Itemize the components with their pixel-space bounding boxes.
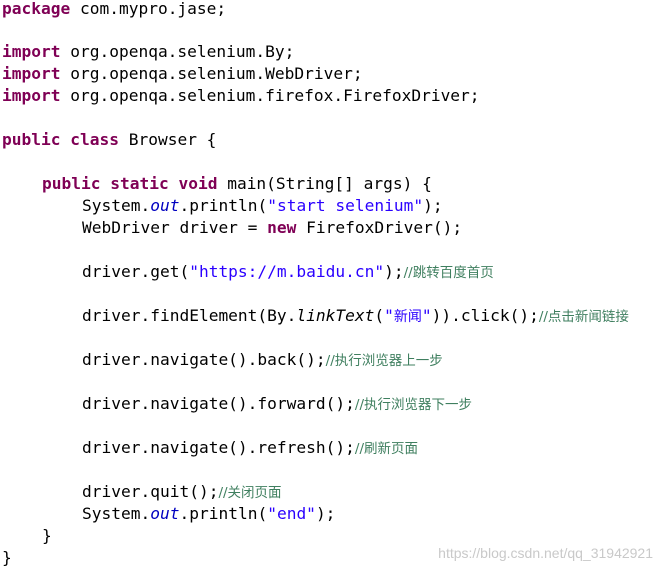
code-line-println-start: System.out.println("start selenium"); xyxy=(82,195,443,217)
find-element-call: driver.findElement(By. xyxy=(82,306,297,325)
url-string: "https://m.baidu.cn" xyxy=(189,262,385,281)
code-comment: //刷新页面 xyxy=(354,441,418,457)
statement-end: ); xyxy=(384,262,404,281)
code-line-import-by: import org.openqa.selenium.By; xyxy=(2,41,294,63)
paren-open: ( xyxy=(374,306,385,325)
keyword-void: void xyxy=(178,174,218,193)
code-line-println-end: System.out.println("end"); xyxy=(82,503,335,525)
watermark-url: https://blog.csdn.net/qq_31942921 xyxy=(438,545,653,561)
keyword-import: import xyxy=(2,86,61,105)
keyword-package: package xyxy=(2,0,71,18)
code-line-navigate-forward: driver.navigate().forward();//执行浏览器下一步 xyxy=(82,393,472,415)
out-field: out xyxy=(150,196,180,215)
code-line-package: package com.mypro.jase; xyxy=(2,0,226,20)
get-call: driver.get( xyxy=(82,262,190,281)
back-call: driver.navigate().back(); xyxy=(82,350,326,369)
code-line-class-decl: public class Browser { xyxy=(2,129,216,151)
code-comment: //跳转百度首页 xyxy=(403,265,494,281)
statement-end: ); xyxy=(423,196,443,215)
code-comment: //点击新闻链接 xyxy=(538,309,629,325)
driver-declaration: WebDriver driver = xyxy=(82,218,268,237)
code-line-close-method: } xyxy=(42,525,52,547)
statement-end: ); xyxy=(315,504,336,523)
code-line-driver-quit: driver.quit();//关闭页面 xyxy=(82,481,282,503)
quit-call: driver.quit(); xyxy=(82,482,219,501)
keyword-new: new xyxy=(267,218,297,237)
quote-close: " xyxy=(421,306,432,325)
code-comment: //执行浏览器上一步 xyxy=(325,353,443,369)
code-line-main-decl: public static void main(String[] args) { xyxy=(42,173,432,195)
import-path: org.openqa.selenium.WebDriver; xyxy=(60,64,363,83)
out-field: out xyxy=(150,504,180,523)
println-call: .println( xyxy=(179,504,268,523)
linktext-method: linkText xyxy=(296,306,375,325)
keyword-class: class xyxy=(70,130,119,149)
code-line-navigate-refresh: driver.navigate().refresh();//刷新页面 xyxy=(82,437,418,459)
package-name: com.mypro.jase; xyxy=(70,0,227,18)
code-line-driver-get: driver.get("https://m.baidu.cn");//跳转百度首… xyxy=(82,261,494,283)
import-path: org.openqa.selenium.By; xyxy=(60,42,295,61)
code-comment: //关闭页面 xyxy=(218,485,282,501)
keyword-import: import xyxy=(2,64,61,83)
constructor-call: FirefoxDriver(); xyxy=(296,218,463,237)
main-signature: main(String[] args) { xyxy=(217,174,432,193)
quote-open: " xyxy=(384,306,394,325)
forward-call: driver.navigate().forward(); xyxy=(82,394,355,413)
keyword-static: static xyxy=(110,174,169,193)
string-literal: "end" xyxy=(267,504,316,523)
code-line-driver-decl: WebDriver driver = new FirefoxDriver(); xyxy=(82,217,462,239)
system-ref: System. xyxy=(82,196,151,215)
code-line-import-firefoxdriver: import org.openqa.selenium.firefox.Firef… xyxy=(2,85,480,107)
keyword-public: public xyxy=(42,174,101,193)
system-ref: System. xyxy=(82,504,151,523)
import-path: org.openqa.selenium.firefox.FirefoxDrive… xyxy=(60,86,480,105)
keyword-import: import xyxy=(2,42,61,61)
code-comment: //执行浏览器下一步 xyxy=(354,397,472,413)
refresh-call: driver.navigate().refresh(); xyxy=(82,438,355,457)
closing-brace: } xyxy=(2,548,12,567)
click-call: )).click(); xyxy=(431,306,539,325)
code-line-import-webdriver: import org.openqa.selenium.WebDriver; xyxy=(2,63,363,85)
keyword-public: public xyxy=(2,130,61,149)
class-name: Browser { xyxy=(118,130,217,149)
println-call: .println( xyxy=(179,196,268,215)
news-string: 新闻 xyxy=(393,309,422,325)
code-line-find-element: driver.findElement(By.linkText("新闻")).cl… xyxy=(82,305,629,327)
string-literal: "start selenium" xyxy=(267,196,424,215)
code-line-close-class: } xyxy=(2,547,12,569)
code-line-navigate-back: driver.navigate().back();//执行浏览器上一步 xyxy=(82,349,443,371)
closing-brace: } xyxy=(42,526,52,545)
